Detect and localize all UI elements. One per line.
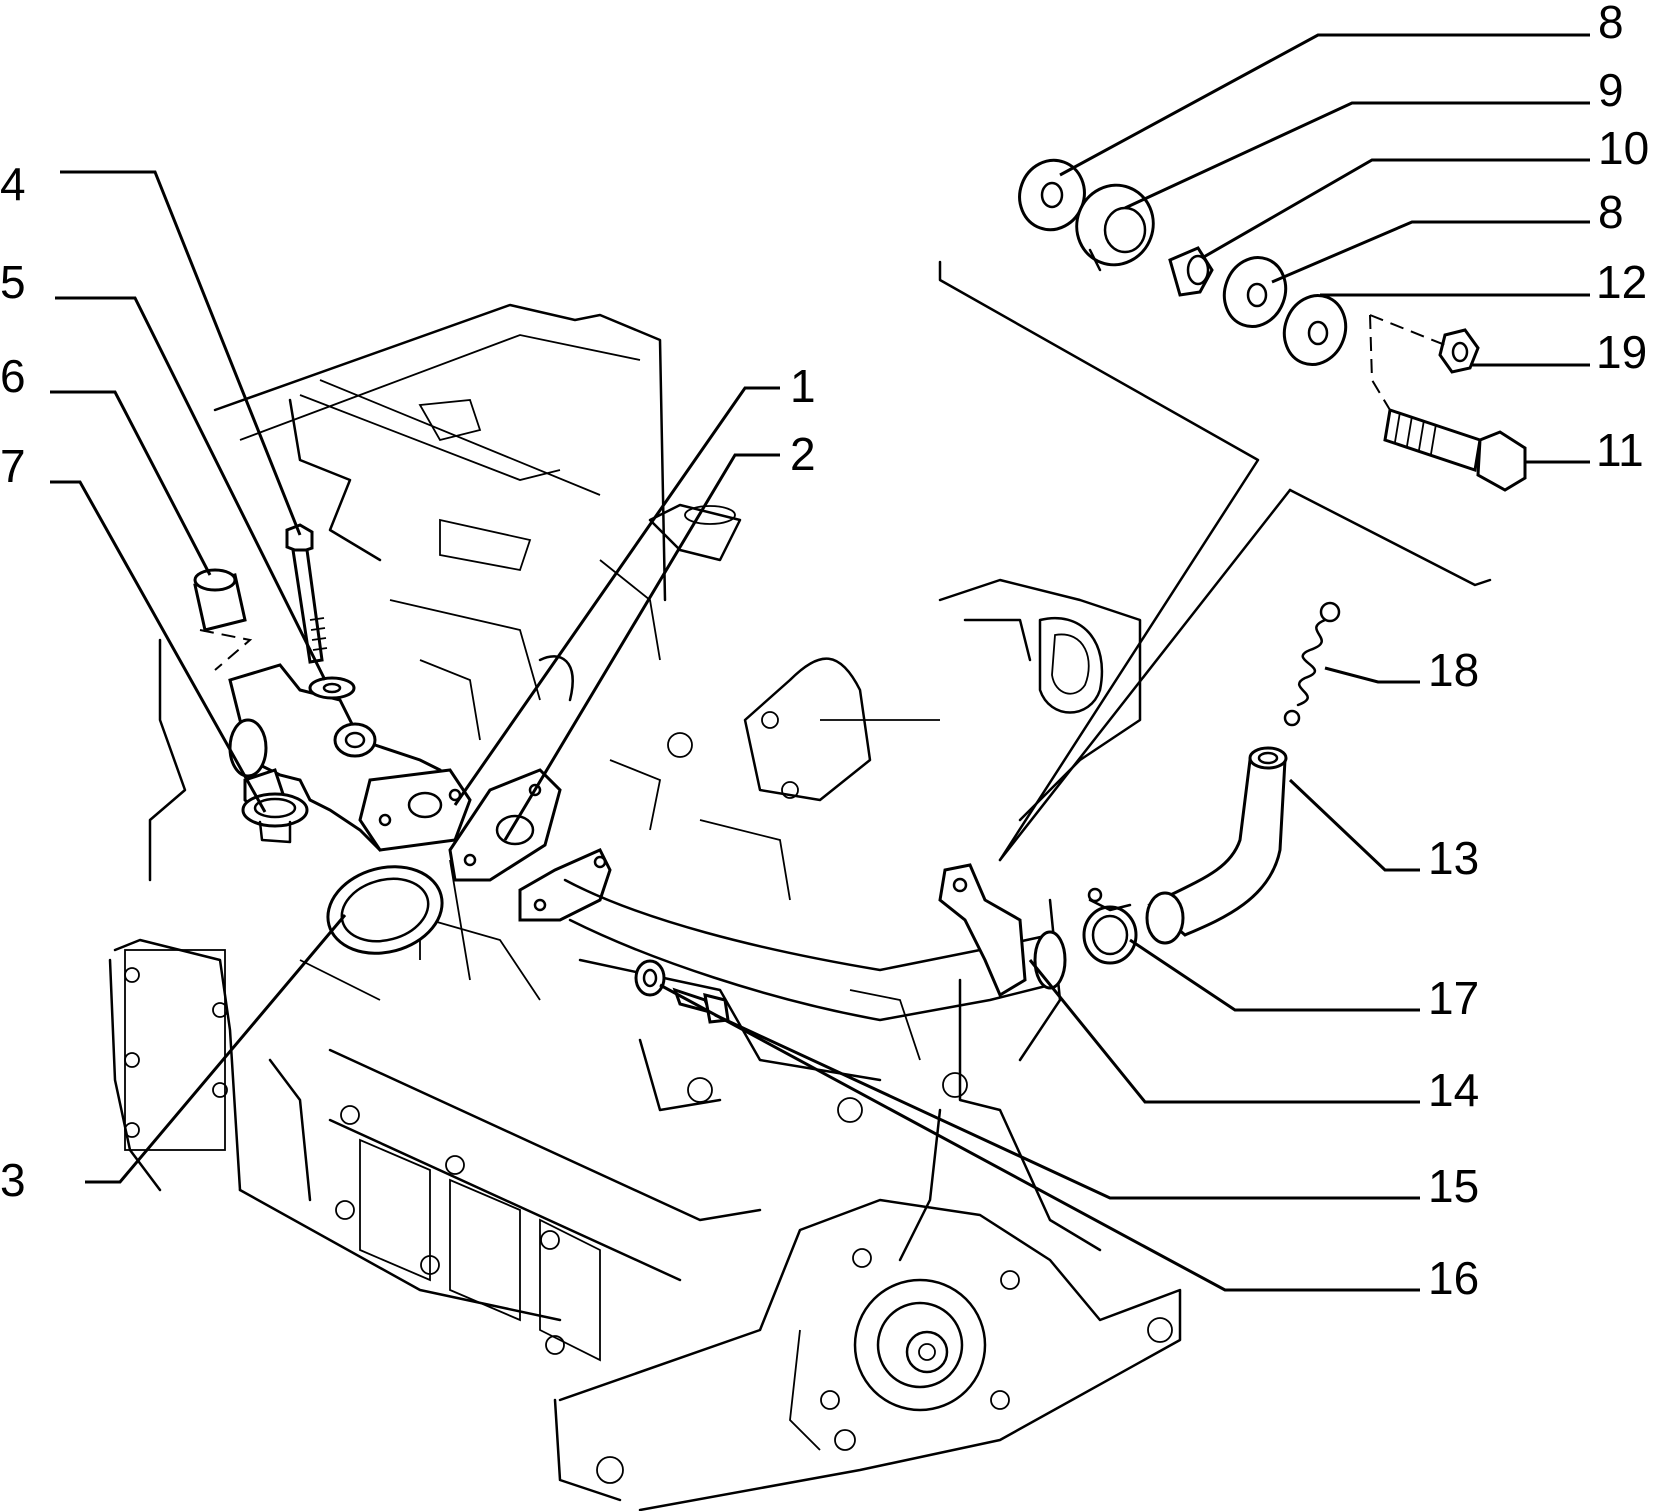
callout-14: 14 [1428, 1064, 1479, 1116]
callout-8-lower: 8 [1598, 186, 1624, 238]
spring [1283, 601, 1341, 727]
hose-clamp [1082, 887, 1138, 965]
callout-2: 2 [790, 428, 816, 480]
o-ring [326, 865, 444, 955]
callout-11: 11 [1596, 424, 1644, 476]
callout-9: 9 [1598, 64, 1624, 116]
callout-4: 4 [0, 158, 26, 210]
callout-5: 5 [0, 256, 26, 308]
callout-10: 10 [1598, 122, 1649, 174]
callout-12: 12 [1596, 256, 1647, 308]
callout-18: 18 [1428, 644, 1479, 696]
seal-ring [241, 792, 309, 844]
mounting-kit [938, 158, 1527, 862]
callout-17: 17 [1428, 972, 1479, 1024]
coolant-hose [1145, 746, 1288, 945]
callout-16: 16 [1428, 1252, 1479, 1304]
bolt-with-washer [285, 523, 356, 700]
callout-19: 19 [1596, 326, 1647, 378]
leader-lines [50, 33, 1590, 1292]
plug-part [193, 568, 253, 671]
callout-6: 6 [0, 350, 26, 402]
callout-3: 3 [0, 1154, 26, 1206]
callout-15: 15 [1428, 1160, 1479, 1212]
callout-labels: 1 2 3 4 5 6 7 8 9 10 8 12 19 11 18 13 17… [0, 0, 1649, 1304]
engine-block [108, 303, 1182, 1511]
callout-1: 1 [790, 360, 816, 412]
callout-8-top: 8 [1598, 0, 1624, 48]
coolant-pipe [518, 848, 1067, 1022]
callout-7: 7 [0, 440, 26, 492]
callout-13: 13 [1428, 832, 1479, 884]
gasket [448, 768, 562, 882]
